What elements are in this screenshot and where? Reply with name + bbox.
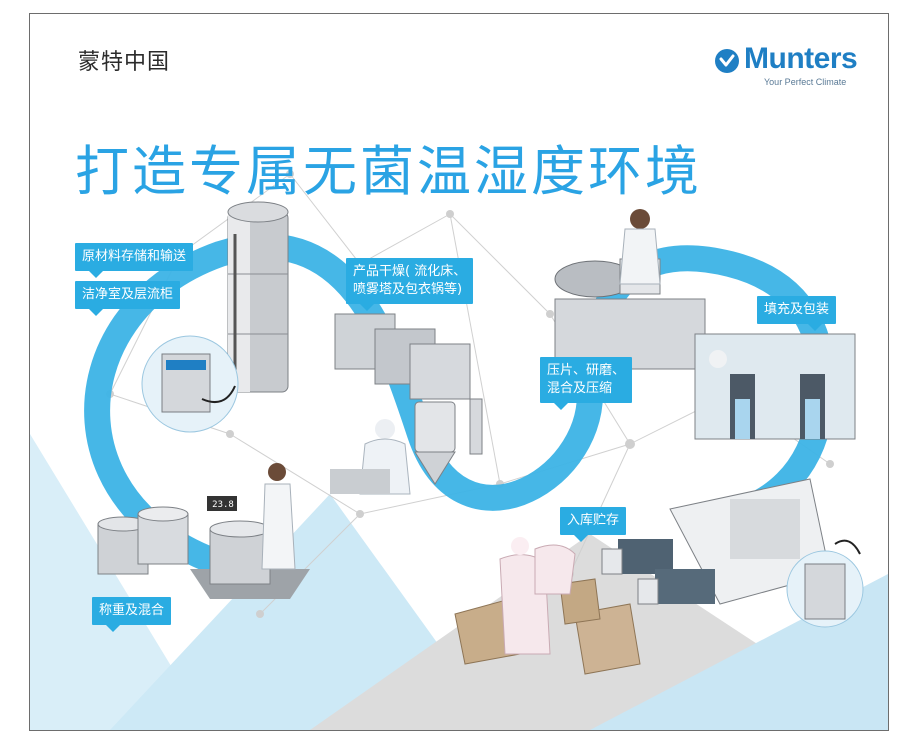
illustration-layer	[30, 170, 888, 730]
lab-technician-figure	[330, 419, 411, 495]
packing-workers-scene	[454, 537, 641, 675]
company-name: 蒙特中国	[78, 50, 171, 75]
callout-drying-line2: 喷雾塔及包衣锅等)	[353, 282, 463, 297]
storage-silo	[227, 201, 289, 393]
scale-display: 23.8	[212, 500, 234, 510]
munters-heart-check-icon	[715, 49, 739, 73]
weighing-mixing-scene	[97, 463, 310, 599]
callout-filling-packaging: 填充及包装	[757, 296, 837, 331]
callout-weighing-mixing: 称重及混合	[92, 597, 172, 632]
callout-raw-material: 原材料存储和输送	[75, 243, 194, 278]
laminar-flow-cabinet	[141, 335, 239, 433]
headline: 打造专属无菌温湿度环境	[75, 140, 702, 203]
logo-wordmark: Munters	[744, 42, 858, 75]
warehouse-logistics-scene	[601, 478, 864, 628]
logo-tagline: Your Perfect Climate	[764, 77, 847, 87]
poster-frame: 蒙特中国 Munters Your Perfect Climate 打造专属无菌…	[29, 13, 889, 731]
flow-arrow	[834, 539, 861, 555]
callout-warehouse: 入库贮存	[560, 507, 627, 542]
flow-arrow	[201, 385, 236, 403]
callout-tablet-line1: 压片、研磨、	[547, 363, 626, 378]
callout-clean-room: 洁净室及层流柜	[75, 281, 181, 316]
tablet-press-machine	[554, 209, 706, 370]
callout-tablet-press: 压片、研磨、 混合及压缩	[540, 357, 633, 410]
dryer-units	[334, 313, 483, 485]
munters-logo: Munters Your Perfect Climate	[714, 42, 874, 102]
background-wedge-left	[30, 434, 210, 730]
callout-drying-line1: 产品干燥( 流化床、	[353, 264, 467, 279]
filling-packaging-scene	[694, 333, 856, 440]
callout-product-drying: 产品干燥( 流化床、 喷雾塔及包衣锅等)	[346, 258, 474, 311]
callout-tablet-line2: 混合及压缩	[547, 381, 613, 396]
